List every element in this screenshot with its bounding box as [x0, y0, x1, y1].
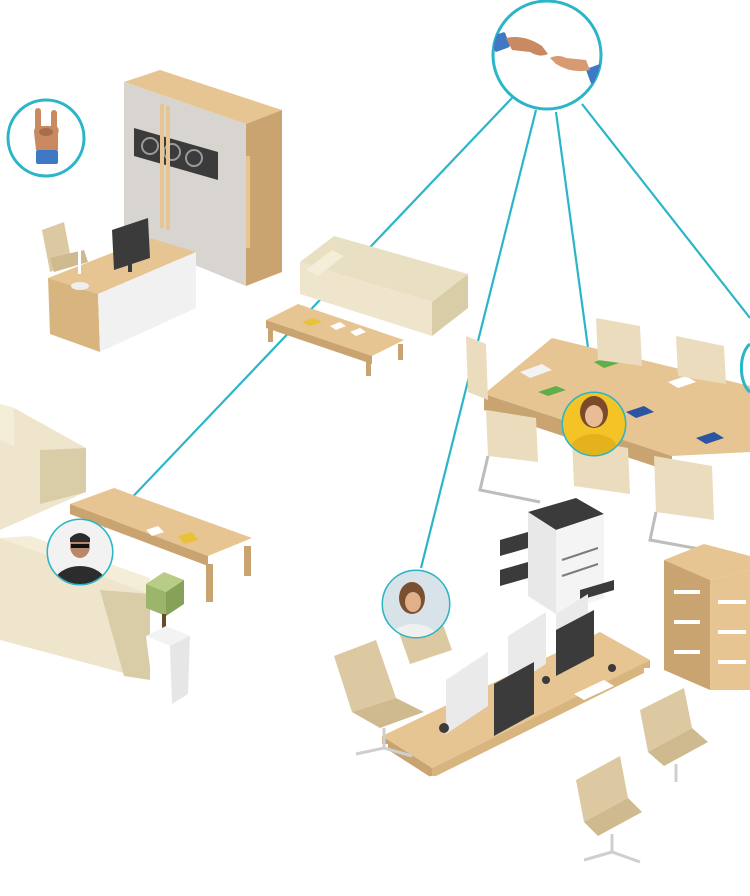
workstation-desk: [382, 594, 650, 876]
connector-line: [554, 111, 596, 393]
man-sunglasses-avatar[interactable]: [46, 518, 114, 602]
office-chairs: [334, 616, 708, 864]
coffee-table: [266, 304, 404, 376]
lounge-sofa: [300, 236, 468, 336]
left-coffee-table: [70, 488, 252, 602]
partial-avatar: [739, 342, 750, 394]
printer: [500, 498, 614, 614]
connector-line: [419, 109, 538, 569]
drawer-unit: [664, 544, 750, 690]
left-sofa-top: [0, 404, 86, 530]
storage-cabinet: [124, 70, 282, 286]
potted-plant: [146, 572, 190, 704]
handshake-icon[interactable]: [490, 0, 607, 111]
conference-chairs: [466, 318, 726, 554]
manager-desk: [42, 218, 196, 352]
rock-hand-icon[interactable]: [6, 98, 86, 178]
woman-desk-avatar[interactable]: [381, 569, 451, 656]
woman-yellow-avatar[interactable]: [561, 391, 627, 466]
connector-line: [581, 103, 750, 319]
